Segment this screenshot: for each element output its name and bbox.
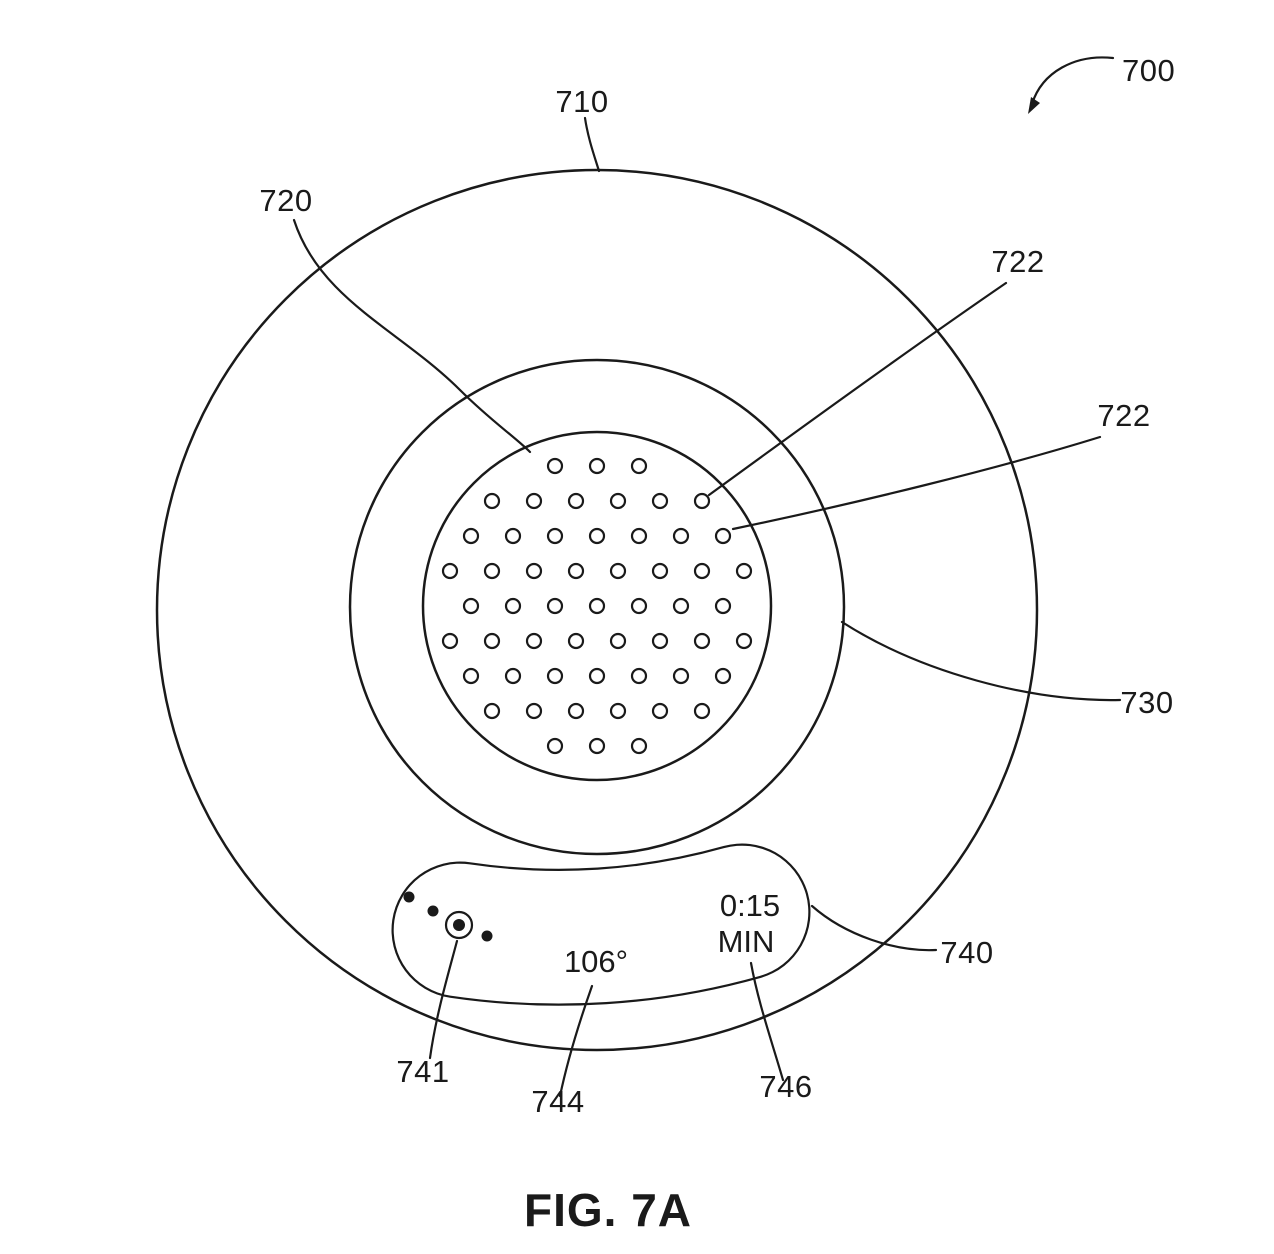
vent-hole-722 bbox=[651, 632, 669, 650]
label-730: 730 bbox=[1120, 685, 1173, 720]
label-740: 740 bbox=[940, 935, 993, 970]
vent-hole-722 bbox=[588, 457, 606, 475]
vent-hole-722 bbox=[672, 527, 690, 545]
indicator-dot bbox=[403, 891, 415, 903]
vent-hole-722 bbox=[609, 562, 627, 580]
vent-hole-722 bbox=[441, 562, 459, 580]
figure-caption: FIG. 7A bbox=[524, 1184, 692, 1236]
arrowhead-700 bbox=[1028, 97, 1040, 114]
indicator-dot bbox=[453, 919, 465, 931]
leader-746 bbox=[749, 961, 785, 1082]
indicator-dot-ring bbox=[444, 910, 474, 940]
temperature-display: 106° bbox=[564, 944, 628, 979]
vent-hole-722 bbox=[672, 597, 690, 615]
vent-hole-722 bbox=[609, 702, 627, 720]
vent-hole-722 bbox=[588, 667, 606, 685]
vent-holes-722 bbox=[441, 457, 753, 755]
vent-hole-722 bbox=[546, 597, 564, 615]
vent-hole-722 bbox=[546, 527, 564, 545]
indicator-dots-741 bbox=[403, 891, 493, 942]
vent-hole-722 bbox=[546, 457, 564, 475]
label-720: 720 bbox=[259, 183, 312, 218]
vent-hole-722 bbox=[672, 667, 690, 685]
vent-hole-722 bbox=[588, 527, 606, 545]
vent-hole-722 bbox=[483, 702, 501, 720]
vent-hole-722 bbox=[546, 737, 564, 755]
vent-hole-722 bbox=[714, 597, 732, 615]
control-panel-740-fill bbox=[393, 845, 809, 1004]
leader-722a bbox=[707, 281, 1008, 497]
vent-hole-722 bbox=[588, 597, 606, 615]
vent-hole-722 bbox=[504, 527, 522, 545]
leader-710 bbox=[583, 116, 601, 173]
leader-740 bbox=[810, 904, 938, 952]
vent-hole-722 bbox=[483, 632, 501, 650]
vent-hole-722 bbox=[609, 492, 627, 510]
timer-unit-display: MIN bbox=[718, 924, 775, 959]
vent-hole-722 bbox=[588, 737, 606, 755]
vent-hole-722 bbox=[483, 492, 501, 510]
vent-hole-722 bbox=[651, 702, 669, 720]
label-722b: 722 bbox=[1097, 398, 1150, 433]
vent-hole-722 bbox=[693, 702, 711, 720]
vent-hole-722 bbox=[483, 562, 501, 580]
vent-hole-722 bbox=[693, 492, 711, 510]
label-722a: 722 bbox=[991, 244, 1044, 279]
vent-hole-722 bbox=[462, 597, 480, 615]
perforated-plate-circle-720 bbox=[421, 430, 773, 782]
label-746: 746 bbox=[759, 1069, 812, 1104]
vent-hole-722 bbox=[504, 597, 522, 615]
vent-hole-722 bbox=[714, 527, 732, 545]
vent-hole-722 bbox=[630, 667, 648, 685]
vent-hole-722 bbox=[609, 632, 627, 650]
vent-hole-722 bbox=[693, 562, 711, 580]
vent-hole-722 bbox=[546, 667, 564, 685]
outer-housing-circle-710 bbox=[155, 168, 1039, 1052]
vent-hole-722 bbox=[462, 527, 480, 545]
vent-hole-722 bbox=[567, 702, 585, 720]
timer-value-display: 0:15 bbox=[720, 888, 780, 923]
vent-hole-722 bbox=[525, 562, 543, 580]
vent-hole-722 bbox=[735, 632, 753, 650]
vent-hole-722 bbox=[735, 562, 753, 580]
leader-730 bbox=[840, 620, 1122, 702]
label-700: 700 bbox=[1122, 53, 1175, 88]
vent-hole-722 bbox=[630, 527, 648, 545]
vent-hole-722 bbox=[693, 632, 711, 650]
leader-700 bbox=[1030, 56, 1115, 106]
leader-722b bbox=[731, 435, 1102, 531]
vent-hole-722 bbox=[567, 562, 585, 580]
label-710: 710 bbox=[555, 84, 608, 119]
leader-741 bbox=[428, 939, 459, 1060]
vent-hole-722 bbox=[651, 492, 669, 510]
indicator-dot bbox=[481, 930, 493, 942]
vent-hole-722 bbox=[525, 632, 543, 650]
inner-ring-circle-730 bbox=[348, 358, 846, 856]
vent-hole-722 bbox=[630, 597, 648, 615]
vent-hole-722 bbox=[651, 562, 669, 580]
vent-hole-722 bbox=[630, 737, 648, 755]
vent-hole-722 bbox=[567, 632, 585, 650]
vent-hole-722 bbox=[462, 667, 480, 685]
vent-hole-722 bbox=[714, 667, 732, 685]
vent-hole-722 bbox=[504, 667, 522, 685]
vent-hole-722 bbox=[525, 492, 543, 510]
label-741: 741 bbox=[396, 1054, 449, 1089]
vent-hole-722 bbox=[525, 702, 543, 720]
leader-744 bbox=[558, 984, 594, 1098]
leader-720 bbox=[292, 218, 532, 454]
vent-hole-722 bbox=[630, 457, 648, 475]
vent-hole-722 bbox=[567, 492, 585, 510]
label-744: 744 bbox=[531, 1084, 584, 1119]
indicator-dot bbox=[427, 905, 439, 917]
vent-hole-722 bbox=[441, 632, 459, 650]
